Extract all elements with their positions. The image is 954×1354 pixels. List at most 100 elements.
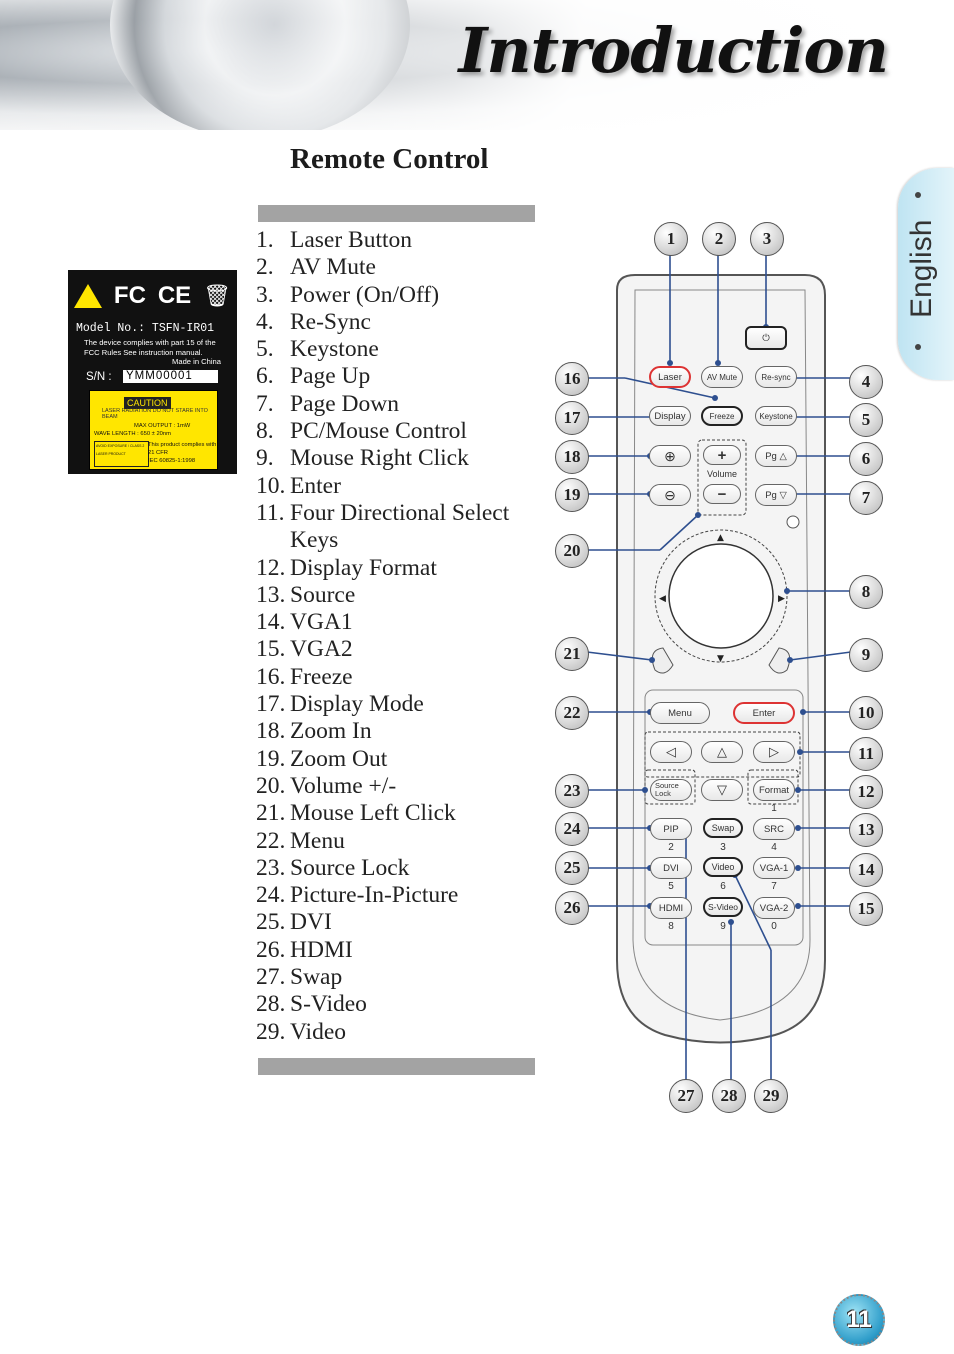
iec-standard: IEC 60825-1:1998 <box>148 458 196 464</box>
source-lock-button[interactable]: Source Lock <box>650 779 692 801</box>
up-arrow-icon: △ <box>717 744 727 759</box>
page-up-button[interactable]: Pg △ <box>755 445 797 467</box>
mouse-left-click-button[interactable] <box>653 648 671 668</box>
callout-14: 14 <box>849 853 883 887</box>
list-item: 8.PC/Mouse Control <box>256 418 546 445</box>
list-item-number: 3. <box>256 281 274 308</box>
hdmi-button[interactable]: HDMI <box>650 897 692 919</box>
freeze-button[interactable]: Freeze <box>701 406 743 426</box>
list-item-text: Re-Sync <box>290 308 371 335</box>
video-button[interactable]: Video <box>703 857 743 877</box>
list-item-number: 29. <box>256 1018 286 1045</box>
callout-11: 11 <box>849 737 883 771</box>
mouse-left-icon[interactable]: ◀ <box>659 594 666 604</box>
volume-up-button[interactable]: + <box>703 445 741 465</box>
list-item-text: Keystone <box>290 336 379 363</box>
format-button[interactable]: Format <box>753 779 795 801</box>
src-button[interactable]: SRC <box>753 818 795 840</box>
list-item-number: 23. <box>256 854 286 881</box>
callout-23: 23 <box>555 774 589 808</box>
callout-2: 2 <box>702 222 736 256</box>
list-item: 28.S-Video <box>256 991 546 1018</box>
vga2-button[interactable]: VGA-2 <box>753 897 795 919</box>
made-in: Made in China <box>172 357 221 366</box>
list-item-number: 19. <box>256 745 286 772</box>
list-item: 11.Four Directional Select Keys <box>256 500 546 555</box>
display-button[interactable]: Display <box>649 406 691 426</box>
callout-28: 28 <box>712 1079 746 1113</box>
list-item: 4.Re-Sync <box>256 309 546 336</box>
right-arrow-icon: ▷ <box>769 744 779 759</box>
list-item-number: 7. <box>256 390 274 417</box>
left-arrow-button[interactable]: ◁ <box>650 741 692 763</box>
up-arrow-button[interactable]: △ <box>701 741 743 763</box>
list-item: 14.VGA1 <box>256 609 546 636</box>
list-item: 26.HDMI <box>256 937 546 964</box>
fcc-logo: FC <box>113 282 146 309</box>
list-item-number: 12. <box>256 554 286 581</box>
list-item-number: 16. <box>256 663 286 690</box>
zoom-out-button[interactable]: ⊖ <box>649 484 691 506</box>
callout-24: 24 <box>555 812 589 846</box>
callout-12: 12 <box>849 775 883 809</box>
resync-button[interactable]: Re-sync <box>755 366 797 388</box>
list-item: 18.Zoom In <box>256 718 546 745</box>
pip-button[interactable]: PIP <box>650 818 692 840</box>
vga1-button[interactable]: VGA-1 <box>753 857 795 879</box>
list-item: 6.Page Up <box>256 363 546 390</box>
remote-diagram: ⏻ Laser AV Mute Re-sync Display Freeze K… <box>555 220 885 1120</box>
list-item-number: 1. <box>256 227 274 253</box>
list-item-text: Swap <box>290 964 343 991</box>
page-down-button[interactable]: Pg ▽ <box>755 484 797 506</box>
list-item-number: 14. <box>256 609 286 636</box>
list-item-text: Four Directional Select Keys <box>290 499 510 554</box>
list-item: 21.Mouse Left Click <box>256 800 546 827</box>
swap-button[interactable]: Swap <box>703 818 743 838</box>
list-item-text: S-Video <box>290 991 367 1018</box>
serial-value: YMM00001 <box>123 370 218 383</box>
list-item: 29.Video <box>256 1019 546 1046</box>
dvi-button[interactable]: DVI <box>650 857 692 879</box>
power-button[interactable]: ⏻ <box>745 326 787 350</box>
down-arrow-button[interactable]: ▽ <box>701 779 743 801</box>
list-item: 16.Freeze <box>256 664 546 691</box>
list-item: 19.Zoom Out <box>256 746 546 773</box>
svideo-button[interactable]: S-Video <box>703 897 743 917</box>
volume-down-button[interactable]: − <box>703 484 741 504</box>
list-item-number: 20. <box>256 772 286 799</box>
mouse-down-icon[interactable]: ▼ <box>717 654 724 664</box>
av-mute-button[interactable]: AV Mute <box>701 366 743 388</box>
list-item-number: 21. <box>256 800 286 827</box>
zoom-in-button[interactable]: ⊕ <box>649 445 691 467</box>
list-item-text: HDMI <box>290 936 353 963</box>
list-item-number: 6. <box>256 363 274 390</box>
list-item: 13.Source <box>256 582 546 609</box>
laser-button[interactable]: Laser <box>649 366 691 388</box>
enter-button[interactable]: Enter <box>733 702 795 724</box>
weee-bin-icon: 🗑 <box>203 283 231 308</box>
ce-logo: CE <box>157 282 192 309</box>
list-item-number: 2. <box>256 254 274 281</box>
digit-7: 7 <box>771 881 777 892</box>
callout-19: 19 <box>555 478 589 512</box>
list-item-text: VGA1 <box>290 609 353 636</box>
digit-0: 0 <box>771 921 777 932</box>
right-arrow-button[interactable]: ▷ <box>753 741 795 763</box>
mouse-right-click-button[interactable] <box>771 648 789 668</box>
list-item-text: DVI <box>290 909 332 936</box>
list-item: 10.Enter <box>256 473 546 500</box>
keystone-button[interactable]: Keystone <box>755 406 797 426</box>
list-item: 15.VGA2 <box>256 636 546 663</box>
mouse-right-icon[interactable]: ▶ <box>778 594 785 604</box>
language-tab <box>898 168 954 380</box>
callout-17: 17 <box>555 401 589 435</box>
list-item-text: Mouse Left Click <box>290 800 456 827</box>
list-item: 23.Source Lock <box>256 855 546 882</box>
digit-3: 3 <box>720 842 726 853</box>
menu-button[interactable]: Menu <box>650 702 710 724</box>
mouse-up-icon[interactable]: ▲ <box>717 533 724 543</box>
zoom-out-icon: ⊖ <box>664 486 676 503</box>
language-label: English <box>905 219 938 318</box>
list-item-text: Freeze <box>290 663 353 690</box>
